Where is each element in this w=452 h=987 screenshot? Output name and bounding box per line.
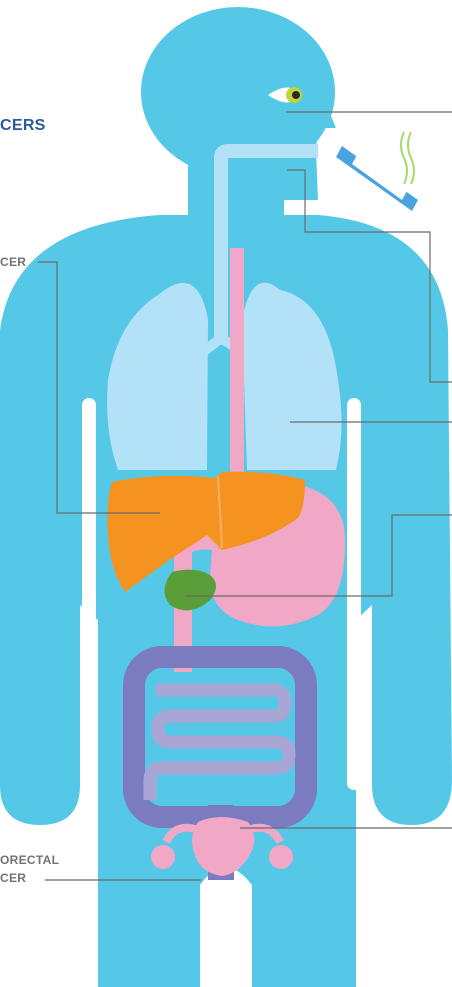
label-left-upper: CER <box>0 254 26 271</box>
leg-gap <box>200 868 252 987</box>
label-left-lower-line2: CER <box>0 870 26 887</box>
left-arm-gap <box>82 398 96 790</box>
title-fragment: CERS <box>0 117 46 135</box>
left-ovary <box>151 845 175 869</box>
right-arm-gap <box>347 398 361 790</box>
smoke-icon <box>401 132 414 184</box>
right-ovary <box>269 845 293 869</box>
esophagus <box>230 248 244 500</box>
label-left-lower-line1: ORECTAL <box>0 852 59 869</box>
